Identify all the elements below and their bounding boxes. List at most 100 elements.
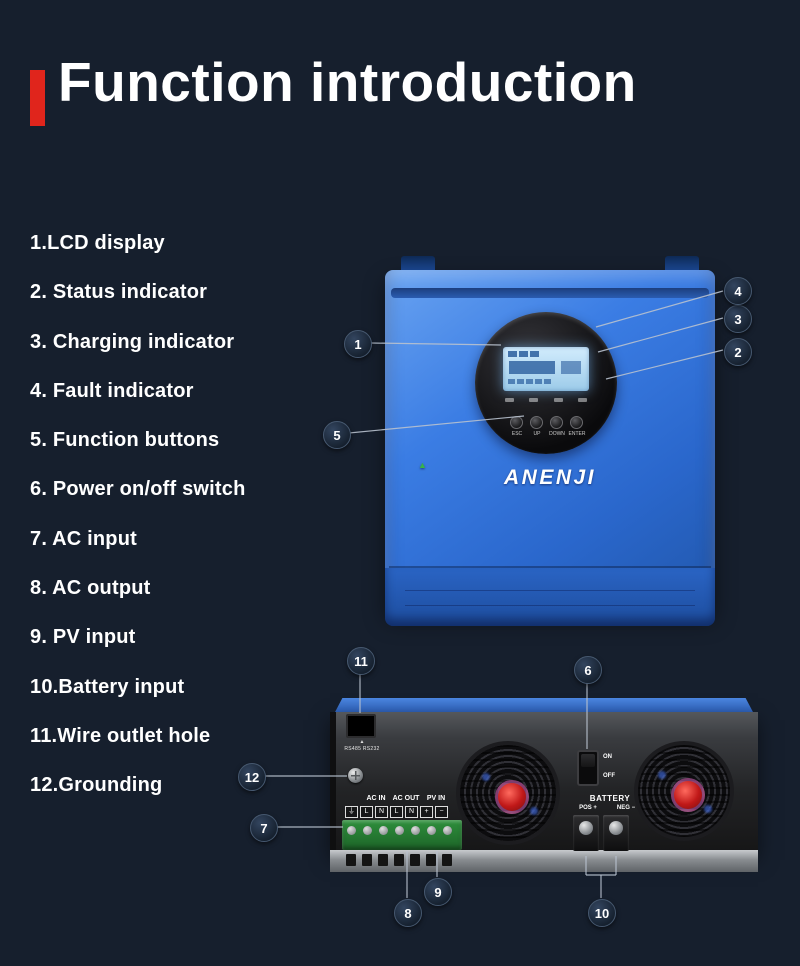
switch-rocker [581,754,595,767]
callout-badge-3: 3 [724,305,752,333]
wire-entry-hole [346,854,356,866]
battery-terminal-positive [573,815,599,851]
callout-badge-9: 9 [424,878,452,906]
vent-groove [405,590,695,591]
mounting-bracket-right [665,256,699,272]
up-button-label: UP [533,431,541,437]
esc-button-label: ESC [511,431,523,437]
fan-led-glint [658,771,666,779]
ac-in-label: AC IN [366,795,386,802]
feature-item-7: 7. AC input [30,527,138,550]
fan-led-glint [530,807,538,815]
vent-groove [405,605,695,606]
terminal-screw [395,826,404,835]
wire-entry-hole [394,854,404,866]
terminal-screw [363,826,372,835]
callout-badge-12: 12 [238,763,266,791]
fan-hub [495,780,529,814]
inverter-lower-section [385,568,715,626]
callout-badge-10: 10 [588,899,616,927]
title-accent-bar [30,70,45,126]
feature-list: 1.LCD display 2. Status indicator 3. Cha… [30,219,246,811]
feature-item-8: 8. AC output [30,577,151,600]
terminal-marking-l2: L [390,806,403,818]
battery-neg-label: NEG − [616,805,636,811]
terminal-screw [411,826,420,835]
up-button [530,416,543,429]
pv-in-label: PV IN [426,795,446,802]
enter-button-label: ENTER [568,431,586,437]
wire-entry-hole [378,854,388,866]
inverter-front-view: ESC UP DOWN ENTER ▲ ANENJI [385,256,715,626]
wire-outlet-hole [346,714,376,738]
rear-top-edge [334,698,754,714]
page-title: Function introduction [58,51,637,113]
feature-item-4: 4. Fault indicator [30,379,194,402]
feature-item-9: 9. PV input [30,626,136,649]
battery-pos-label: POS + [579,805,597,811]
terminal-marking-n2: N [405,806,418,818]
callout-badge-4: 4 [724,277,752,305]
power-switch [577,750,599,786]
lcd-graphics-row [508,351,539,357]
grounding-screw [348,768,363,783]
terminal-screw [347,826,356,835]
switch-on-label: ON [603,754,612,760]
fan-led-glint [482,773,490,781]
callout-badge-5: 5 [323,421,351,449]
body-seam-line [389,566,711,568]
feature-item-1: 1.LCD display [30,232,165,254]
wire-entry-hole [410,854,420,866]
callout-badge-6: 6 [574,656,602,684]
callout-badge-1: 1 [344,330,372,358]
battery-label: BATTERY [589,794,631,803]
terminal-marking-minus: − [435,806,448,818]
terminal-screw [443,826,452,835]
status-indicator-icon [505,398,514,402]
cooling-fan-left [456,741,560,845]
status-indicator-row [505,398,587,402]
brand-logo-text: ANENJI [503,466,597,489]
esc-button [510,416,523,429]
rs485-rs232-label: RS485 RS232 [344,746,380,752]
logo-leaf-icon: ▲ [417,460,430,470]
enter-button [570,416,583,429]
port-triangle-icon: ▲ [359,739,365,745]
battery-terminal-negative [603,815,629,851]
ac-out-label: AC OUT [392,795,420,802]
cooling-fan-right [634,741,734,841]
wire-entry-hole [442,854,452,866]
fan-hub [671,778,705,812]
feature-item-10: 10.Battery input [30,675,185,698]
lcd-graphics-row-2 [508,379,551,384]
terminal-screw [379,826,388,835]
callout-badge-8: 8 [394,899,422,927]
inverter-body: ESC UP DOWN ENTER ▲ ANENJI [385,270,715,626]
charging-indicator-icon [529,398,539,402]
down-button-label: DOWN [549,431,565,437]
terminal-screw [609,821,623,835]
lcd-digits-block [509,361,555,374]
terminal-marking-n1: N [375,806,388,818]
wire-entry-hole [426,854,436,866]
feature-item-3: 3. Charging indicator [30,330,235,353]
wire-entry-hole [362,854,372,866]
mounting-bracket-left [401,256,435,272]
feature-item-2: 2. Status indicator [30,281,208,304]
power-indicator-icon [577,398,587,402]
lcd-digits-block-2 [561,361,581,374]
inverter-rear-view: ▲ RS485 RS232 AC IN AC OUT PV IN ⏚ L N L… [330,698,758,872]
feature-item-12: 12.Grounding [30,774,163,797]
ground-terminal-marking: ⏚ [345,806,358,818]
brand-logo: ▲ ANENJI [385,460,715,490]
callout-badge-11: 11 [347,647,375,675]
terminal-marking-plus: + [420,806,433,818]
feature-item-6: 6. Power on/off switch [30,478,246,501]
fault-indicator-icon [553,398,563,402]
switch-off-label: OFF [603,773,615,779]
inverter-top-edge [391,288,709,298]
down-button [550,416,563,429]
terminal-screw [427,826,436,835]
callout-badge-2: 2 [724,338,752,366]
